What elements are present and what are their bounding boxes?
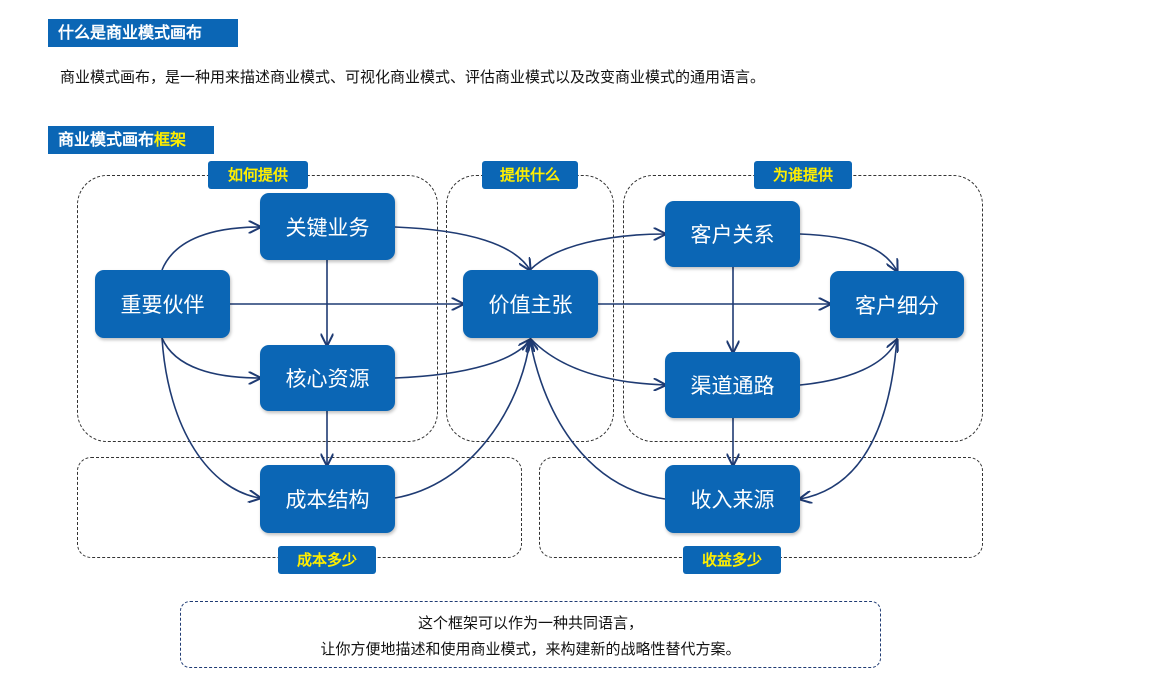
block-key-resources: 核心资源 (260, 345, 395, 411)
block-customer-segments: 客户细分 (830, 271, 964, 338)
arrow-value-to-relationships (529, 234, 665, 271)
block-value-proposition: 价值主张 (463, 270, 598, 338)
heading-text-highlight: 框架 (154, 130, 187, 149)
arrow-partners-to-cost (161, 337, 260, 498)
tag-cost: 成本多少 (278, 546, 376, 574)
section-heading-what-is: 什么是商业模式画布 (48, 19, 238, 47)
arrow-relationships-to-segments (799, 233, 897, 271)
arrow-value-to-channels (529, 337, 665, 385)
tag-revenue: 收益多少 (683, 546, 781, 574)
arrow-value-to-revenue (530, 340, 666, 500)
note-line-1: 这个框架可以作为一种共同语言， (417, 614, 643, 632)
note-line-2: 让你方便地描述和使用商业模式，来构建新的战略性替代方案。 (320, 640, 741, 658)
tag-what: 提供什么 (482, 161, 578, 189)
framework-note: 这个框架可以作为一种共同语言， 让你方便地描述和使用商业模式，来构建新的战略性替… (180, 601, 881, 668)
block-customer-relationships: 客户关系 (665, 201, 800, 267)
arrow-resources-to-value (394, 340, 530, 379)
arrow-segments-to-revenue (800, 337, 898, 499)
block-channels: 渠道通路 (665, 352, 800, 418)
arrow-partners-to-activities (161, 227, 260, 271)
arrow-cost-from-value (394, 340, 530, 499)
arrow-channels-to-segments (799, 340, 897, 386)
heading-text: 什么是商业模式画布 (58, 23, 203, 42)
block-cost-structure: 成本结构 (260, 465, 395, 533)
arrow-partners-to-resources (161, 337, 260, 378)
section-heading-framework: 商业模式画布框架 (48, 126, 214, 154)
heading-text-main: 商业模式画布 (58, 130, 155, 149)
tag-how: 如何提供 (208, 161, 308, 189)
block-key-partners: 重要伙伴 (95, 270, 230, 338)
tag-who: 为谁提供 (754, 161, 852, 189)
block-key-activities: 关键业务 (260, 193, 395, 260)
intro-text: 商业模式画布，是一种用来描述商业模式、可视化商业模式、评估商业模式以及改变商业模… (60, 68, 766, 86)
block-revenue-streams: 收入来源 (665, 465, 800, 533)
arrow-activities-to-value (394, 226, 530, 270)
